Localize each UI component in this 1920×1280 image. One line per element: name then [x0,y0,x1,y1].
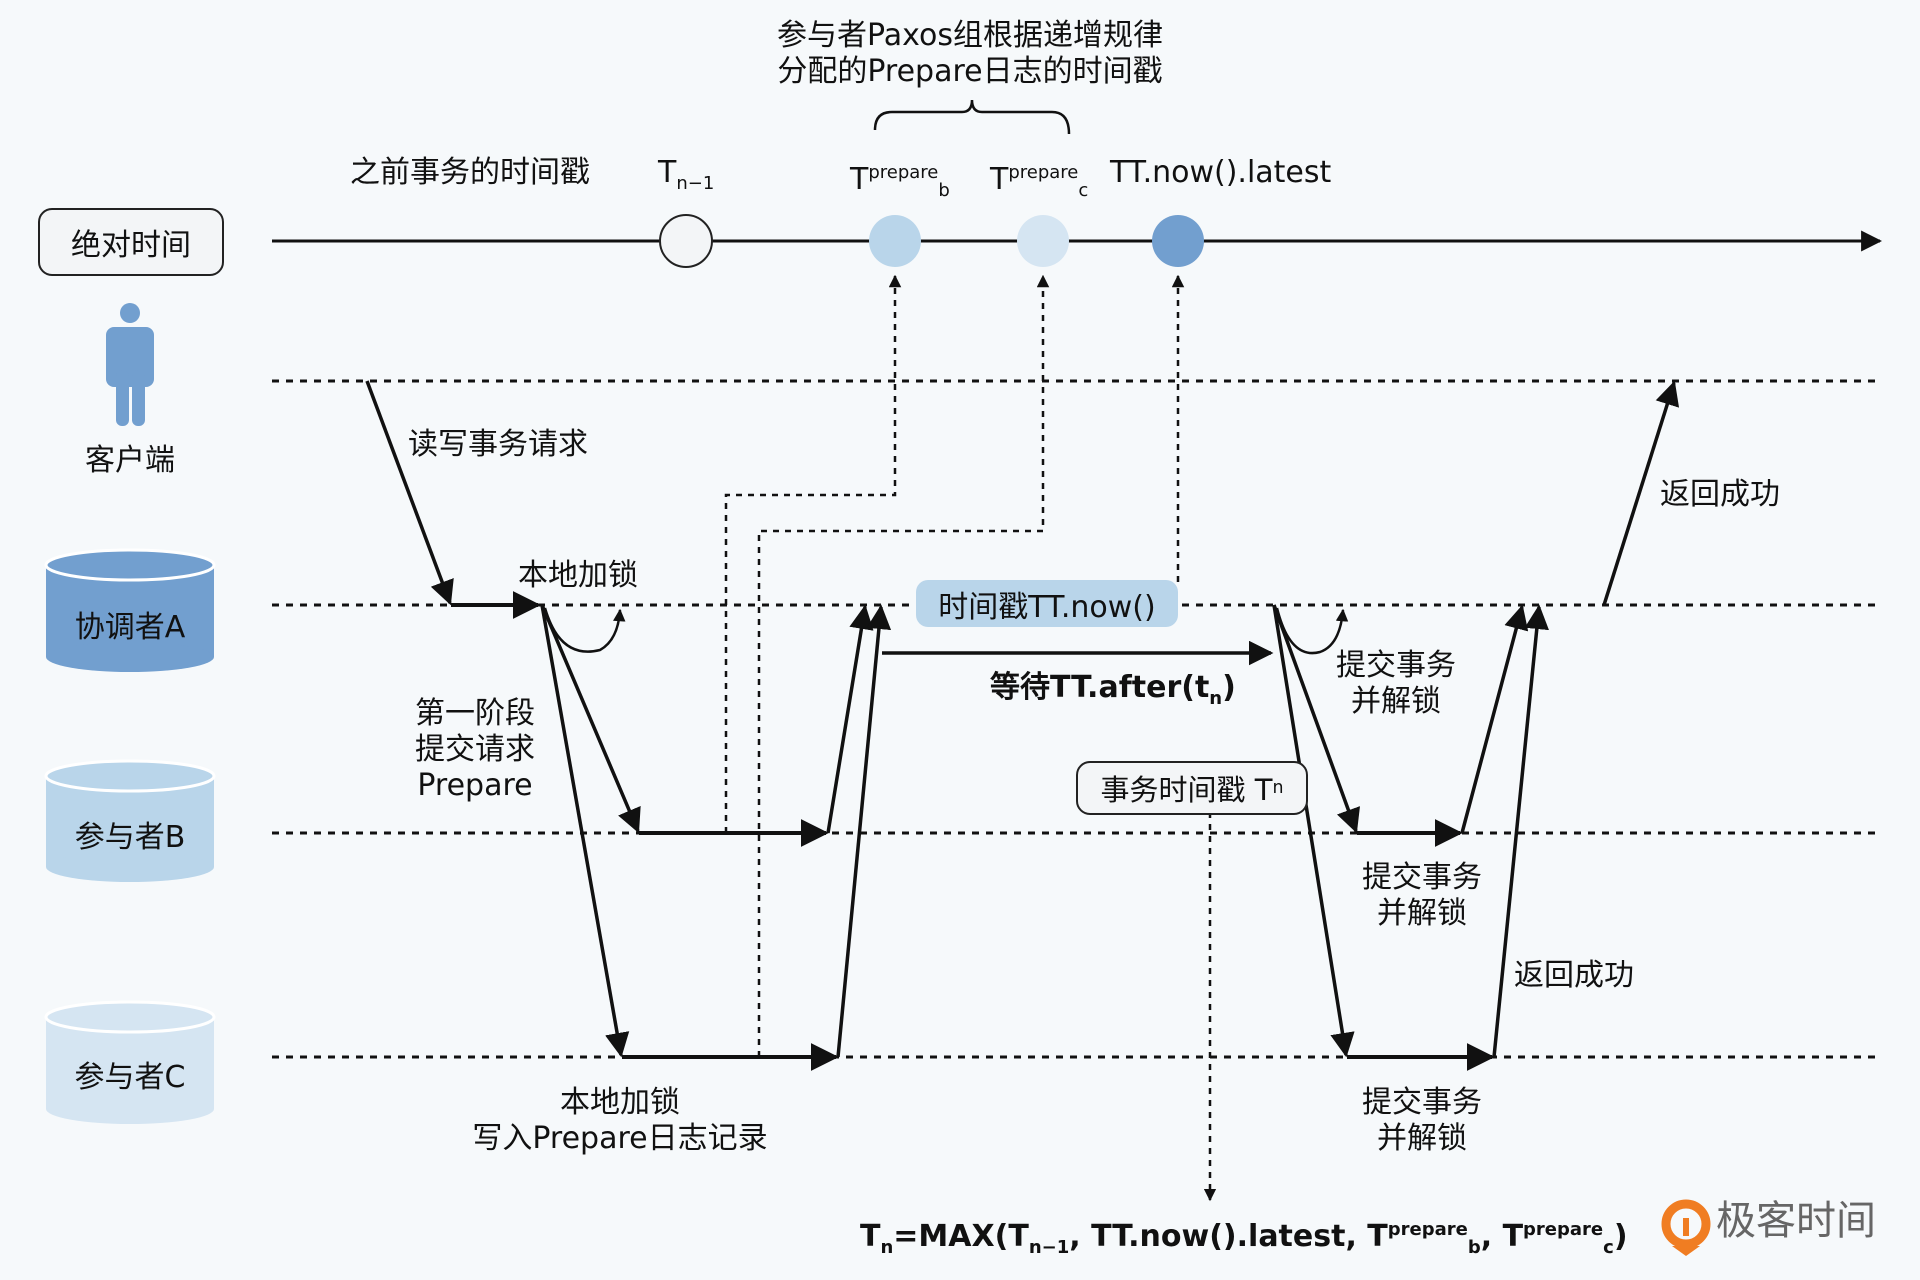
client-label: 客户端 [85,443,175,478]
arrow-c-commit-ack [1492,604,1549,1058]
phase1-label: 第一阶段 提交请求 Prepare [415,696,535,803]
absolute-time-label: 绝对时间 [38,208,224,276]
dotted-link-b [724,274,902,833]
arrow-return-client [1602,380,1680,606]
tprepare-c-label: Tpreparec [990,162,1089,201]
brace [873,99,1071,135]
client-person-icon [106,303,154,426]
local-lock-a-label: 本地加锁 [518,558,638,593]
arrow-c-ack [836,604,892,1058]
paxos-annotation: 参与者Paxos组根据递增规律 分配的Prepare日志的时间戳 [760,18,1180,90]
arrow-prepare-c [540,604,630,1058]
formula: Tn=MAX(Tn−1, TT.now().latest, Tprepareb,… [860,1219,1628,1258]
participant-b-label: 参与者B [74,820,186,855]
wait-after-label: 等待TT.after(tn) [990,670,1236,709]
rw-request-label: 读写事务请求 [408,427,588,462]
commit-c-label: 提交事务 并解锁 [1362,1085,1482,1156]
local-lock-c-label: 本地加锁 写入Prepare日志记录 [472,1085,768,1156]
paxos-annotation-line2: 分配的Prepare日志的时间戳 [777,54,1163,89]
timeline-point-tt-now-latest [1152,215,1204,267]
timeline-point-tprepare-c [1017,215,1069,267]
commit-b-label: 提交事务 并解锁 [1362,860,1482,931]
paxos-annotation-line1: 参与者Paxos组根据递增规律 [777,18,1163,53]
participant-b-cylinder-icon [44,759,216,882]
commit-a-label: 提交事务 并解锁 [1336,648,1456,719]
timeline-point-tn-minus-1 [659,214,713,268]
tprepare-b-label: Tprepareb [850,162,950,201]
arrow-commit-c [1272,604,1355,1058]
return-success-c-label: 返回成功 [1514,958,1634,993]
arrow-lock-loop-a [543,607,626,653]
previous-timestamp-label: 之前事务的时间戳 [350,155,590,190]
timeline-point-tprepare-b [869,215,921,267]
arrow-b-commit-ack [1460,604,1529,834]
tn-minus-1-label: Tn−1 [658,155,715,194]
dotted-link-c [757,274,1050,1057]
timestamp-now-badge: 时间戳TT.now() [916,580,1178,627]
participant-c-cylinder-icon [44,1000,216,1124]
coordinator-label: 协调者A [74,610,186,645]
return-success-client-label: 返回成功 [1660,477,1780,512]
arrow-client-request [365,380,454,606]
participant-c-label: 参与者C [74,1060,186,1095]
geektime-logo-icon [1661,1199,1711,1256]
coordinator-cylinder-icon [44,548,216,672]
arrow-lock-loop-commit [1275,607,1349,655]
tt-now-latest-label: TT.now().latest [1110,155,1332,190]
arrow-commit-b [1272,604,1360,834]
arrow-b-ack [826,604,874,834]
geektime-logo-text: 极客时间 [1716,1198,1876,1244]
arrow-prepare-b [540,604,641,834]
